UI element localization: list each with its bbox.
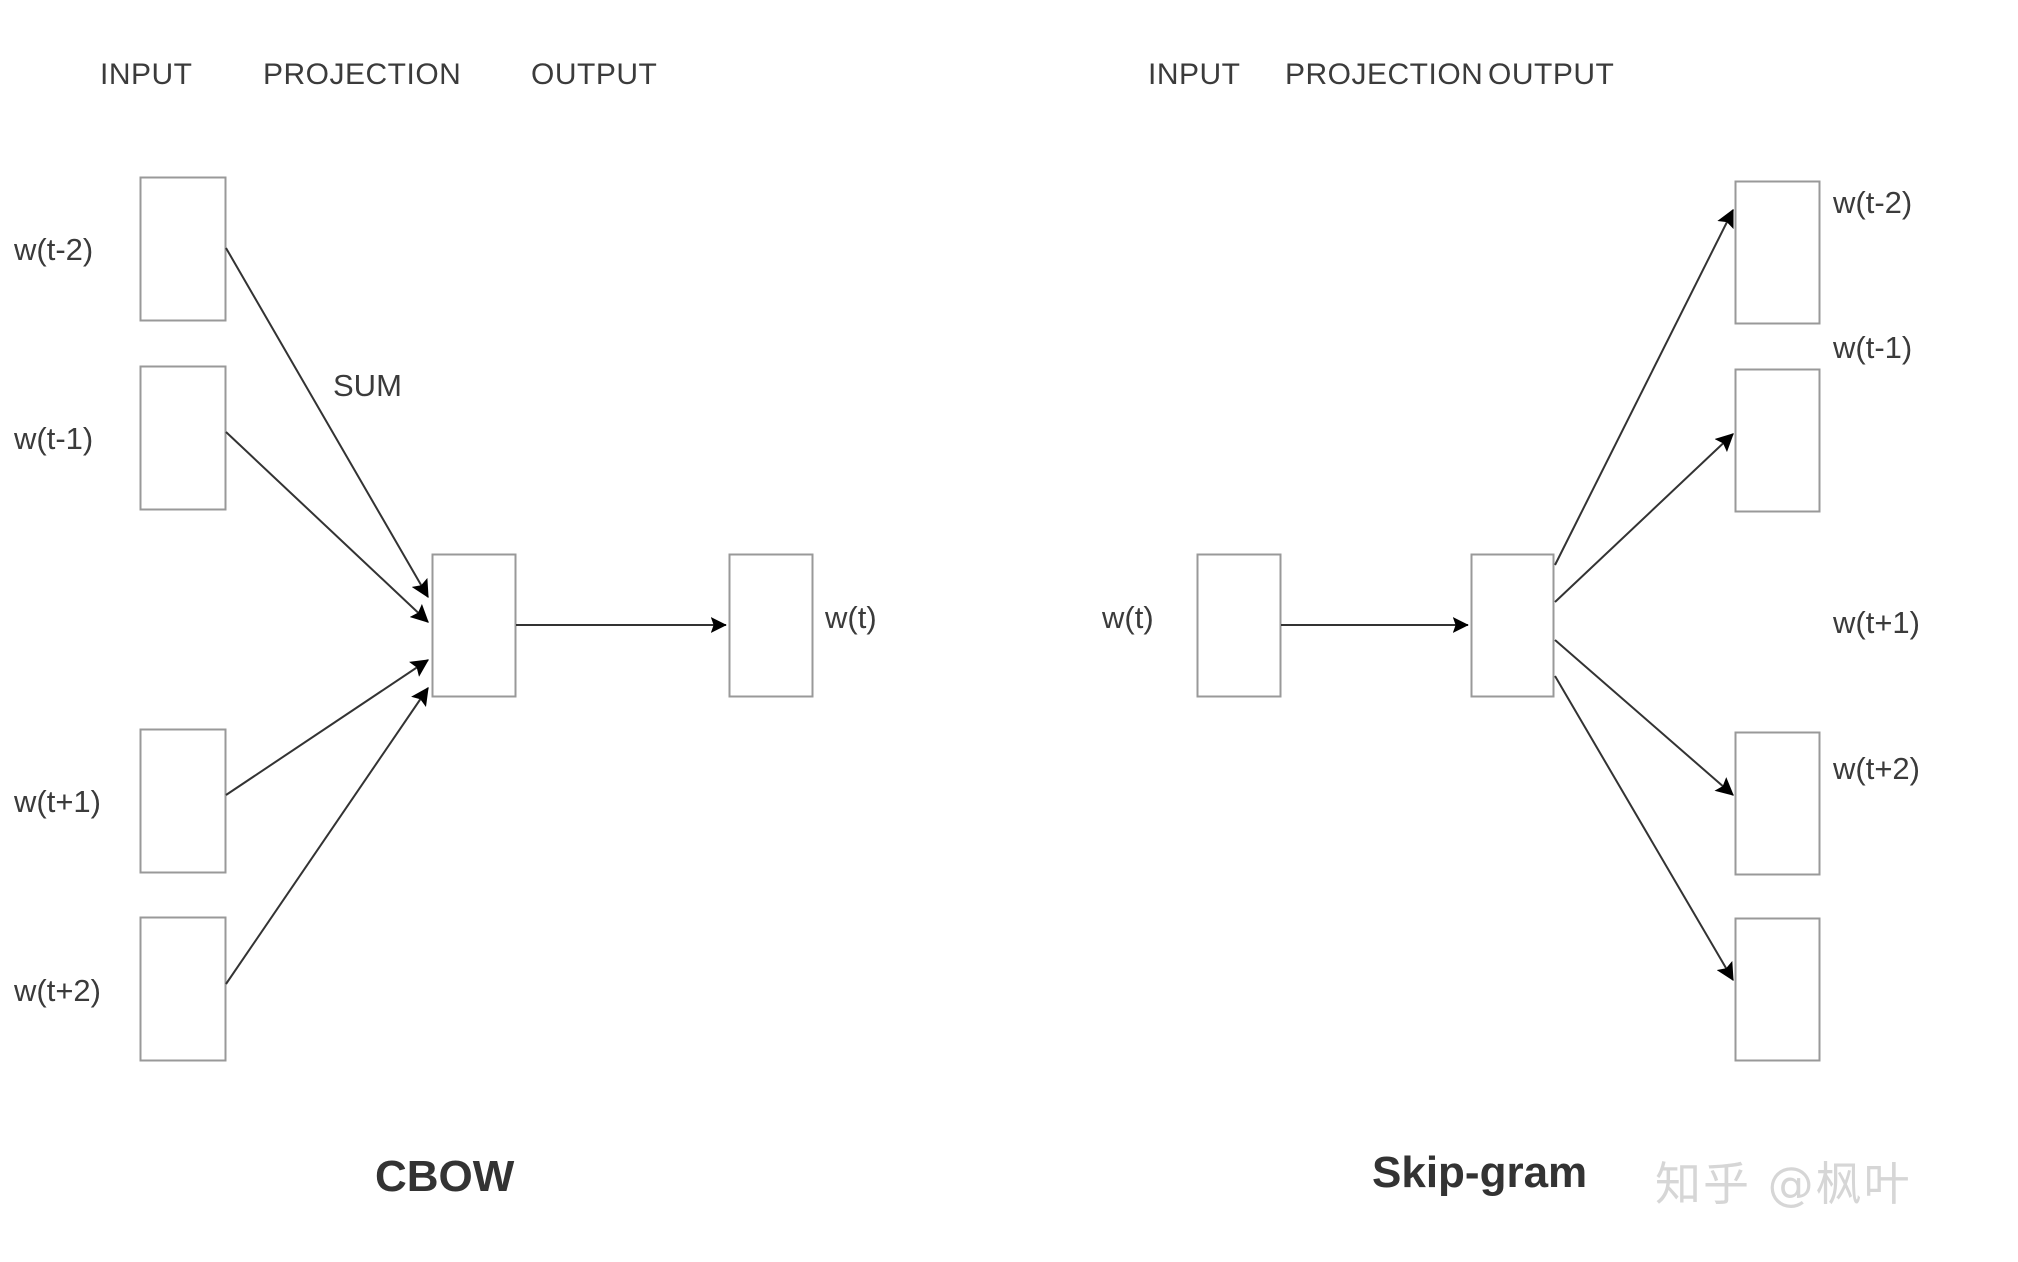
cbow-header-projection: PROJECTION [263, 58, 462, 91]
skipgram-edge-projection-to-wt-1 [1554, 433, 1734, 603]
cbow-input-box-2[interactable] [139, 365, 227, 511]
skipgram-edges [1281, 208, 1734, 982]
cbow-edge-wt+1-to-sum [225, 659, 429, 796]
skipgram-output-label-1: w(t-2) [1833, 185, 1913, 220]
cbow-edge-wt-1-to-sum [225, 431, 429, 623]
skipgram-edge-projection-to-wt-2 [1554, 208, 1734, 566]
skipgram-edge-projection-to-wt+1 [1554, 639, 1734, 796]
cbow-header-input: INPUT [100, 58, 193, 91]
cbow-input-box-3[interactable] [139, 728, 227, 874]
skipgram-output-label-2: w(t-1) [1833, 330, 1913, 365]
skipgram-input-box[interactable] [1196, 553, 1282, 698]
skipgram-header-projection: PROJECTION [1285, 58, 1484, 91]
skipgram-output-box-1[interactable] [1734, 180, 1821, 325]
skipgram-output-boxes [1734, 180, 1821, 1062]
cbow-projection-label: SUM [333, 368, 402, 403]
skipgram-header-output: OUTPUT [1488, 58, 1615, 91]
skipgram-projection-box[interactable] [1470, 553, 1555, 698]
cbow-output-box[interactable] [728, 553, 814, 698]
cbow-input-box-4[interactable] [139, 916, 227, 1062]
skipgram-title: Skip-gram [1372, 1148, 1588, 1197]
cbow-title: CBOW [375, 1152, 515, 1201]
cbow-edge-wt+2-to-sum [225, 687, 429, 985]
skipgram-edge-projection-to-wt+2 [1554, 675, 1734, 982]
cbow-output-label-1: w(t) [825, 600, 877, 635]
cbow-input-box-1[interactable] [139, 176, 227, 322]
skipgram-header-input: INPUT [1148, 58, 1241, 91]
cbow-input-label-1: w(t-2) [14, 232, 94, 267]
skipgram-output-label-4: w(t+2) [1833, 751, 1920, 786]
cbow-input-boxes [139, 176, 227, 1062]
cbow-edges [225, 247, 727, 985]
cbow-input-label-2: w(t-1) [14, 421, 94, 456]
skipgram-input-label-1: w(t) [1102, 600, 1154, 635]
skipgram-output-box-2[interactable] [1734, 368, 1821, 513]
cbow-projection-box[interactable] [431, 553, 517, 698]
cbow-input-label-3: w(t+1) [14, 784, 101, 819]
cbow-edge-wt-2-to-sum [225, 247, 429, 599]
cbow-input-label-4: w(t+2) [14, 973, 101, 1008]
skipgram-output-box-4[interactable] [1734, 917, 1821, 1062]
skipgram-output-box-3[interactable] [1734, 731, 1821, 876]
zhihu-watermark: 知乎 @枫叶 [1655, 1157, 1912, 1211]
skipgram-output-label-3: w(t+1) [1833, 605, 1920, 640]
cbow-header-output: OUTPUT [531, 58, 658, 91]
